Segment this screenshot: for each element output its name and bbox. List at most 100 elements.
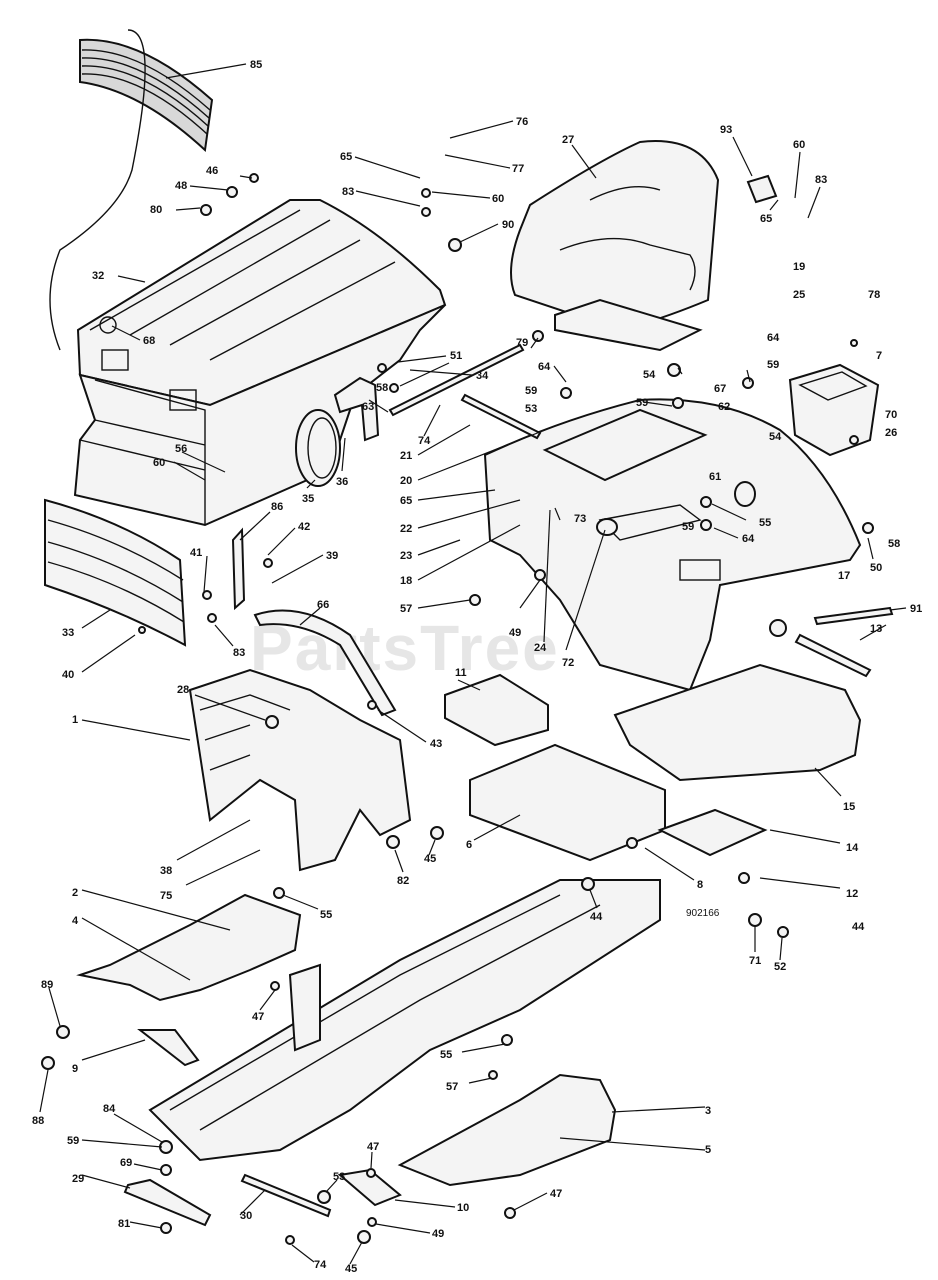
part-bracket-86	[231, 527, 246, 611]
part-hood	[73, 199, 447, 527]
callout: 34	[476, 370, 489, 382]
callout: 43	[430, 738, 442, 750]
part-rod-34	[388, 343, 525, 417]
part-grille-screen	[49, 29, 214, 351]
part-bracket-9	[137, 1029, 200, 1067]
part-bracket-36	[333, 376, 380, 442]
callout: 55	[320, 909, 332, 921]
callout: 75	[160, 890, 172, 902]
callout: 36	[336, 476, 348, 488]
callout: 24	[534, 642, 547, 654]
callout: 10	[457, 1202, 469, 1214]
callout: 2	[72, 887, 78, 899]
part-frame	[148, 879, 661, 1162]
callout: 46	[206, 165, 218, 177]
callout: 21	[400, 450, 412, 462]
callout-labels: 85 76 65 77 83 60 90 27 93 60 83 65 19 2…	[32, 59, 922, 1275]
callout: 12	[846, 888, 858, 900]
callout: 67	[714, 383, 726, 395]
callout: 88	[32, 1115, 44, 1127]
callout: 65	[760, 213, 772, 225]
callout: 89	[41, 979, 53, 991]
callout: 65	[340, 151, 352, 163]
callout: 83	[815, 174, 827, 186]
callout: 64	[767, 332, 780, 344]
part-battery-box	[788, 363, 880, 457]
part-seat	[510, 140, 720, 352]
callout: 19	[793, 261, 805, 273]
callout: 25	[793, 289, 805, 301]
callout: 18	[400, 575, 412, 587]
callout: 26	[885, 427, 897, 439]
fasteners	[41, 173, 874, 1245]
part-trim-66	[253, 609, 397, 717]
callout: 8	[697, 879, 703, 891]
callout: 72	[562, 657, 574, 669]
callout: 27	[562, 134, 574, 146]
callout: 28	[177, 684, 189, 696]
part-strip-91	[813, 606, 894, 626]
callout: 5	[705, 1144, 711, 1156]
callout: 59	[767, 359, 779, 371]
callout: 82	[397, 875, 409, 887]
callout: 44	[852, 921, 865, 933]
callout: 66	[317, 599, 329, 611]
callout: 61	[709, 471, 721, 483]
leader-lines	[39, 63, 907, 1265]
callout: 78	[868, 289, 880, 301]
callout: 55	[759, 517, 771, 529]
callout: 74	[314, 1259, 327, 1271]
callout: 33	[62, 627, 74, 639]
part-plate-20	[542, 408, 708, 482]
callout: 65	[400, 495, 412, 507]
callout: 63	[362, 401, 374, 413]
callout: 64	[742, 533, 755, 545]
part-footrest-left	[76, 893, 302, 1002]
callout: 71	[749, 955, 761, 967]
callout: 55	[440, 1049, 452, 1061]
callout: 20	[400, 475, 412, 487]
callout: 69	[120, 1157, 132, 1169]
part-filter-cap	[295, 409, 341, 487]
callout: 45	[424, 853, 436, 865]
callout: 53	[525, 403, 537, 415]
part-pan-15	[613, 663, 862, 782]
callout: 84	[103, 1103, 116, 1115]
callout: 7	[876, 350, 882, 362]
callout: 57	[400, 603, 412, 615]
callout: 60	[492, 193, 504, 205]
part-rod-30	[240, 1173, 332, 1218]
part-panel-11	[444, 673, 549, 747]
part-bar-29	[123, 1178, 212, 1227]
callout: 15	[843, 801, 855, 813]
callout: 59	[525, 385, 537, 397]
part-strip-13	[794, 633, 872, 678]
callout: 59	[682, 521, 694, 533]
callout: 32	[92, 270, 104, 282]
callout: 64	[538, 361, 551, 373]
callout: 4	[72, 915, 79, 927]
part-dash-panel	[188, 668, 412, 872]
callout: 35	[302, 493, 314, 505]
callout: 91	[910, 603, 922, 615]
callout: 22	[400, 523, 412, 535]
callout: 9	[72, 1063, 78, 1075]
callout: 68	[143, 335, 155, 347]
callout: 29	[72, 1173, 84, 1185]
callout: 59	[67, 1135, 79, 1147]
callout: 80	[150, 204, 162, 216]
callout: 13	[870, 623, 882, 635]
callout: 1	[72, 714, 78, 726]
callout: 47	[550, 1188, 562, 1200]
part-footrest-right	[397, 1073, 617, 1187]
callout: 30	[240, 1210, 252, 1222]
callout: 39	[326, 550, 338, 562]
callout: 47	[252, 1011, 264, 1023]
part-front-grille	[44, 498, 187, 647]
callout: 6	[466, 839, 472, 851]
callout: 47	[367, 1141, 379, 1153]
callout: 70	[885, 409, 897, 421]
callout: 74	[418, 435, 431, 447]
callout: 49	[432, 1228, 444, 1240]
